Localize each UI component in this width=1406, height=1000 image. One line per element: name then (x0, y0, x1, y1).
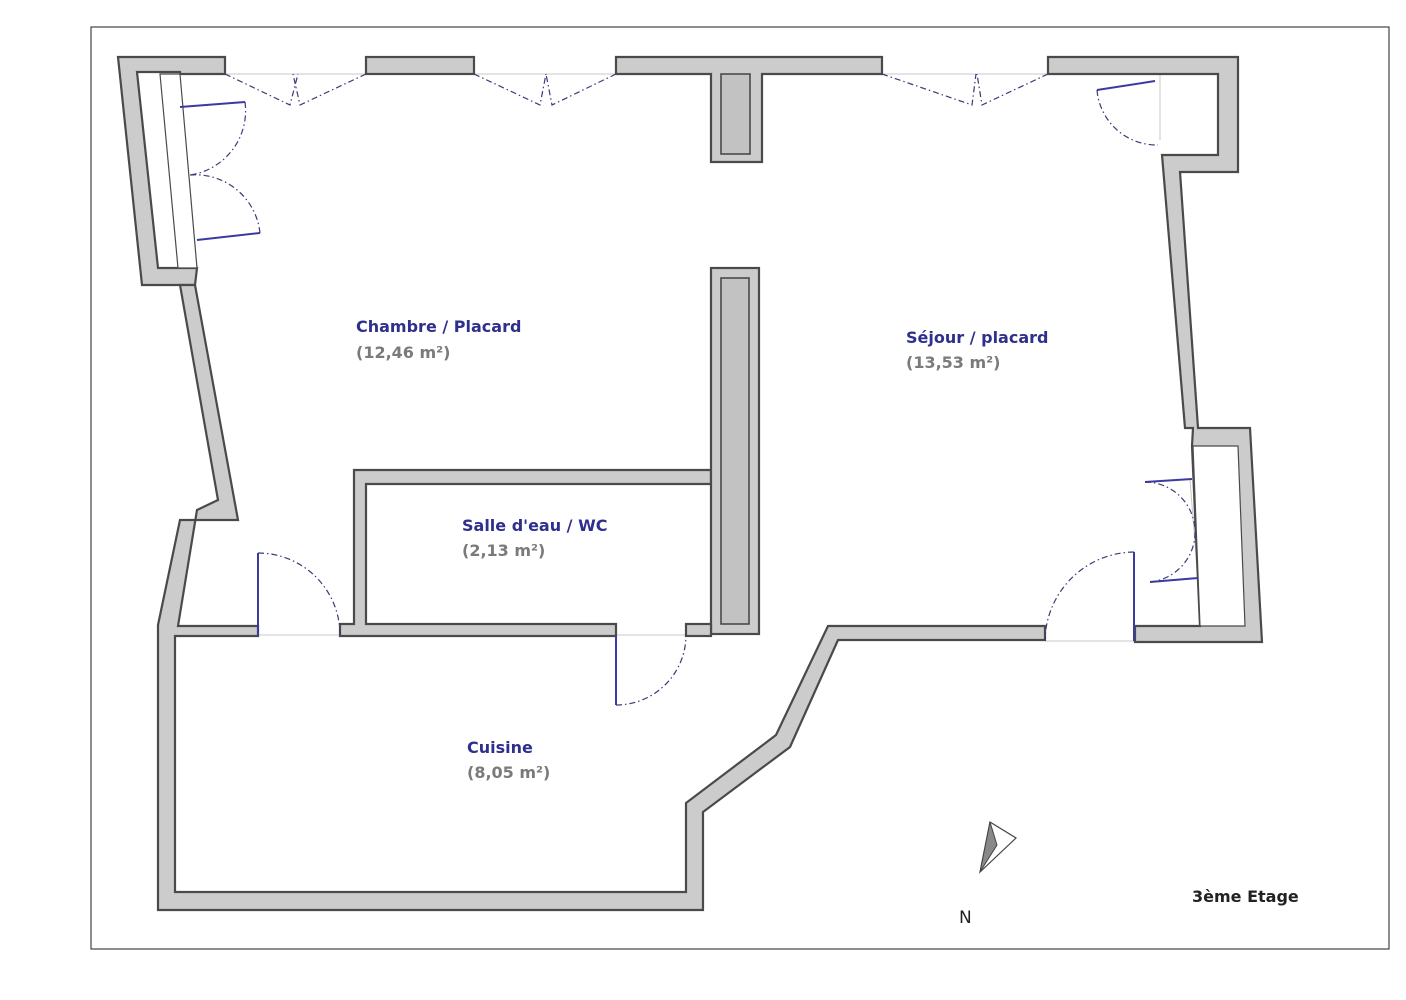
wall-top-left (116, 55, 227, 287)
room-name-salle-eau: Salle d'eau / WC (462, 516, 607, 535)
north-label: N (959, 908, 972, 928)
doors (179, 73, 1199, 706)
room-name-sejour: Séjour / placard (906, 328, 1048, 347)
wall-left-closet (159, 73, 198, 269)
duct-top (720, 73, 751, 155)
wall-interior-stub (684, 622, 713, 638)
room-area-salle-eau: (2,13 m²) (462, 541, 545, 560)
duct-center (720, 277, 750, 625)
wall-top-mid1 (364, 55, 476, 76)
room-name-cuisine: Cuisine (467, 738, 533, 757)
room-area-chambre: (12,46 m²) (356, 343, 450, 362)
floor-label: 3ème Etage (1192, 887, 1299, 906)
room-area-sejour: (13,53 m²) (906, 353, 1000, 372)
room-area-cuisine: (8,05 m²) (467, 763, 550, 782)
wall-right-closet (1192, 445, 1246, 627)
room-name-chambre: Chambre / Placard (356, 317, 521, 336)
north-arrow-icon (979, 821, 1017, 874)
walls (116, 55, 1264, 912)
wall-left-lower (156, 283, 1047, 912)
